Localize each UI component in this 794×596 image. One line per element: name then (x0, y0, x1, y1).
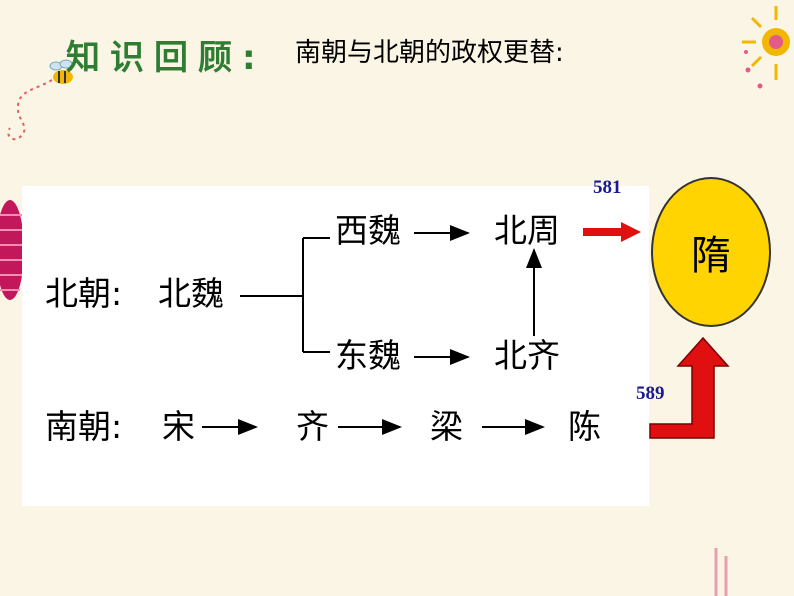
diagram-panel (22, 186, 649, 506)
year-581: 581 (593, 177, 622, 198)
sui-label: 隋 (691, 233, 731, 279)
bee-decoration-icon (7, 59, 73, 141)
flower-decoration-icon (0, 200, 24, 300)
red-arrow-north (583, 222, 641, 242)
node-song: 宋 (162, 407, 195, 446)
red-arrow-south (649, 336, 730, 439)
node-bei-wei: 北魏 (158, 274, 224, 313)
node-dong-wei: 东魏 (335, 336, 401, 375)
sun-decoration-icon (742, 6, 790, 89)
page-title: 知识回顾: (66, 38, 266, 78)
north-dynasty-label: 北朝: (45, 274, 123, 313)
stripe-decoration-icon (714, 548, 728, 596)
node-qi: 齐 (296, 407, 329, 446)
year-589: 589 (636, 383, 665, 404)
page-subtitle: 南朝与北朝的政权更替: (295, 38, 564, 68)
node-xi-wei: 西魏 (335, 211, 401, 250)
node-chen: 陈 (568, 407, 601, 446)
sui-dynasty-node: 隋 (651, 177, 771, 327)
node-bei-qi: 北齐 (494, 336, 560, 375)
south-dynasty-label: 南朝: (45, 407, 123, 446)
node-liang: 梁 (430, 407, 463, 446)
node-bei-zhou: 北周 (494, 211, 560, 250)
